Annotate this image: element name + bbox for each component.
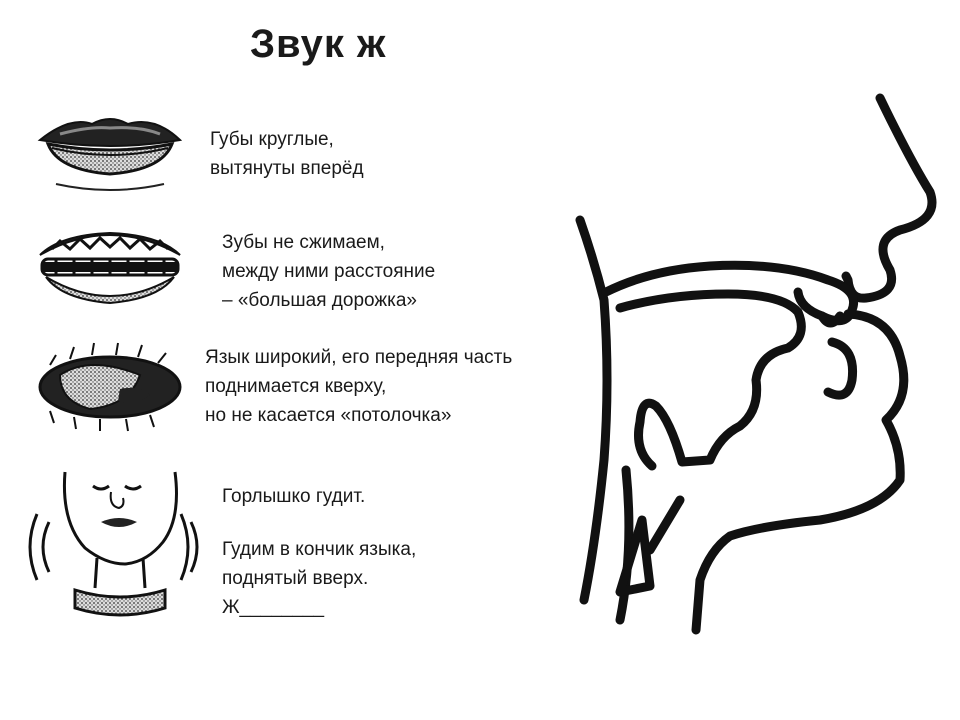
step-4-line-2 (222, 511, 416, 535)
teeth-gap-icon (39, 231, 181, 305)
step-3-text: Язык широкий, его передняя часть поднима… (205, 343, 512, 430)
write-blank[interactable]: Ж________ (222, 597, 325, 618)
step-4-line-1: Горлышко гудит. (222, 486, 366, 507)
step-2-line-2: между ними расстояние (222, 261, 436, 282)
humming-throat-icon (28, 471, 199, 617)
step-3-line-2: поднимается кверху, (205, 376, 387, 397)
step-4-line-3: Гудим в кончик языка, (222, 539, 417, 560)
tongue-raised-icon (38, 342, 182, 432)
step-4-text: Горлышко гудит. Гудим в кончик языка, по… (222, 482, 416, 622)
page-title: Звук ж (250, 22, 387, 66)
step-2-line-1: Зубы не сжимаем, (222, 232, 385, 253)
step-3-line-1: Язык широкий, его передняя часть (205, 347, 513, 368)
step-1-text: Губы круглые, вытянуты вперёд (210, 125, 364, 183)
step-2-text: Зубы не сжимаем, между ними расстояние –… (222, 228, 435, 315)
rounded-lips-icon (37, 118, 183, 191)
step-3-line-3: но не касается «потолочка» (205, 405, 452, 426)
step-1-line-2: вытянуты вперёд (210, 158, 364, 179)
step-4-line-4: поднятый вверх. (222, 568, 369, 589)
articulation-profile-icon (575, 93, 937, 635)
step-2-line-3: – «большая дорожка» (222, 290, 417, 311)
step-1-line-1: Губы круглые, (210, 129, 334, 150)
